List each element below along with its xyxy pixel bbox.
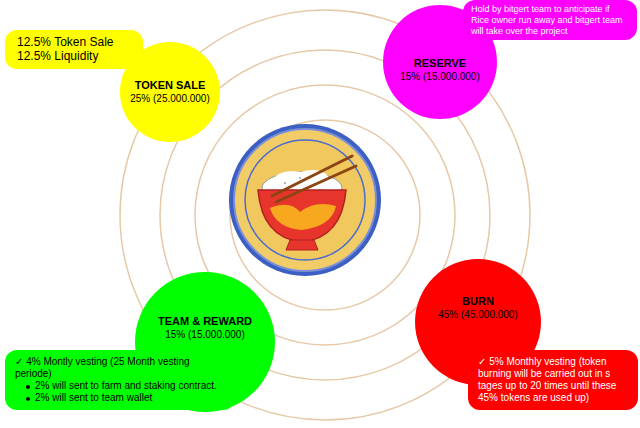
note-text: 2% will sent to farm and staking contrac… (35, 380, 225, 392)
note-text: 12.5% Token Sale (17, 35, 131, 49)
bullet-dot (26, 385, 30, 389)
allocation-amount: 25% (25.000.000) (130, 93, 210, 105)
bullet-item: 2% will sent to farm and staking contrac… (23, 380, 225, 392)
note-text: ✓ 4% Montly vesting (25 Month vesting pe… (15, 356, 225, 380)
bullet-dot (26, 397, 30, 401)
bullet-item: 2% will sent to team wallet (23, 392, 225, 404)
allocation-title: TOKEN SALE (135, 79, 206, 92)
rice-coin (229, 124, 381, 276)
note-callout: ✓ 4% Montly vesting (25 Month vesting pe… (5, 350, 235, 410)
allocation-amount: 15% (15.000.000) (165, 329, 245, 341)
note-callout: Hold by bitgert team to anticipate if Ri… (463, 0, 637, 40)
note-text: 2% will sent to team wallet (35, 392, 225, 404)
allocation-title: TEAM & REWARD (158, 315, 252, 328)
note-text: Hold by bitgert team to anticipate if Ri… (471, 4, 629, 36)
allocation-title: BURN (462, 295, 494, 308)
note-text: 12.5% Liquidity (17, 49, 131, 63)
note-callout: ✓ 5% Monthly vesting (token burning will… (468, 350, 638, 410)
note-callout: 12.5% Token Sale12.5% Liquidity (5, 30, 143, 69)
allocation-amount: 45% (45.000.000) (438, 309, 518, 321)
allocation-amount: 15% (15.000.000) (400, 71, 480, 83)
note-text: ✓ 5% Monthly vesting (token burning will… (478, 356, 628, 404)
allocation-title: RESERVE (414, 57, 466, 70)
